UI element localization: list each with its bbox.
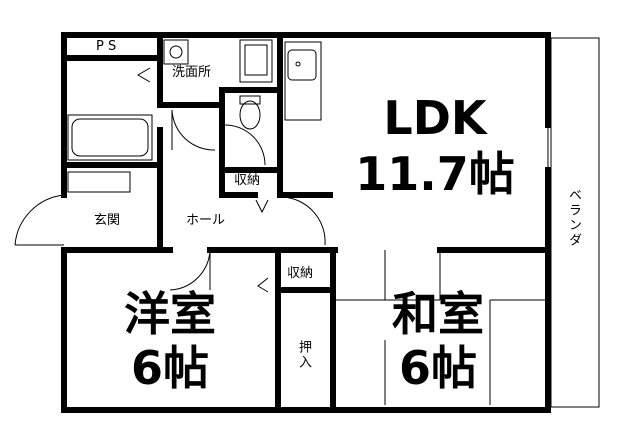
western-room-name: 洋室 bbox=[124, 287, 216, 341]
ldk-size: 11.7帖 bbox=[355, 147, 515, 201]
ps-label: P S bbox=[96, 39, 117, 54]
hall-label: ホール bbox=[186, 213, 226, 228]
closet-label: 押入 bbox=[296, 340, 311, 370]
thin-lines bbox=[14, 37, 600, 408]
japanese-room-name: 和室 bbox=[392, 287, 484, 341]
washroom-label: 洗面所 bbox=[172, 65, 212, 80]
storage-mid-label: 収納 bbox=[287, 266, 314, 281]
japanese-room-size: 6帖 bbox=[398, 341, 477, 395]
walls bbox=[61, 32, 551, 413]
ldk-name: LDK bbox=[383, 91, 487, 145]
entrance-label: 玄関 bbox=[94, 213, 121, 228]
storage-top-label: 収納 bbox=[234, 173, 261, 188]
western-room-size: 6帖 bbox=[130, 341, 209, 395]
veranda-label: ベランダ bbox=[566, 188, 581, 248]
